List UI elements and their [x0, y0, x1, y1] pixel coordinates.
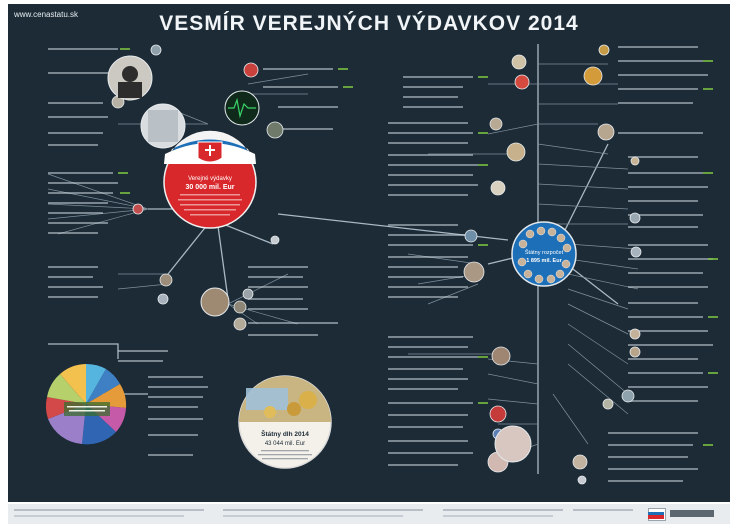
central-hub: Štátny rozpočet 1 895 mil. Eur — [511, 221, 577, 287]
photo-nodes — [111, 44, 642, 485]
poster-title: VESMÍR VEREJNÝCH VÝDAVKOV 2014 — [159, 12, 579, 35]
tiny-label-rows — [48, 46, 713, 482]
central-hub-label: Štátny rozpočet — [525, 249, 564, 256]
infographic-poster: www.cenastatu.sk VESMÍR VEREJNÝCH VÝDAVK… — [8, 4, 730, 502]
state-debt-label: Štátny dlh 2014 — [261, 429, 309, 438]
state-budget-label: Verejné výdavky — [188, 176, 232, 182]
state-debt-value: 43 044 mil. Eur — [265, 441, 305, 447]
large-photo-circles — [107, 55, 532, 463]
footer-notes — [8, 504, 730, 524]
website-label: www.cenastatu.sk — [14, 10, 79, 19]
partner-logos — [648, 508, 718, 521]
central-hub-value: 1 895 mil. Eur — [526, 258, 562, 264]
state-budget-value: 30 000 mil. Eur — [185, 184, 234, 191]
spending-pie-chart — [45, 363, 127, 445]
state-budget-circle: Verejné výdavky 30 000 mil. Eur — [163, 130, 257, 229]
state-debt-circle: Štátny dlh 2014 43 044 mil. Eur — [238, 375, 332, 469]
spending-universe-diagram: Verejné výdavky 30 000 mil. Eur Štátny r… — [45, 44, 718, 485]
